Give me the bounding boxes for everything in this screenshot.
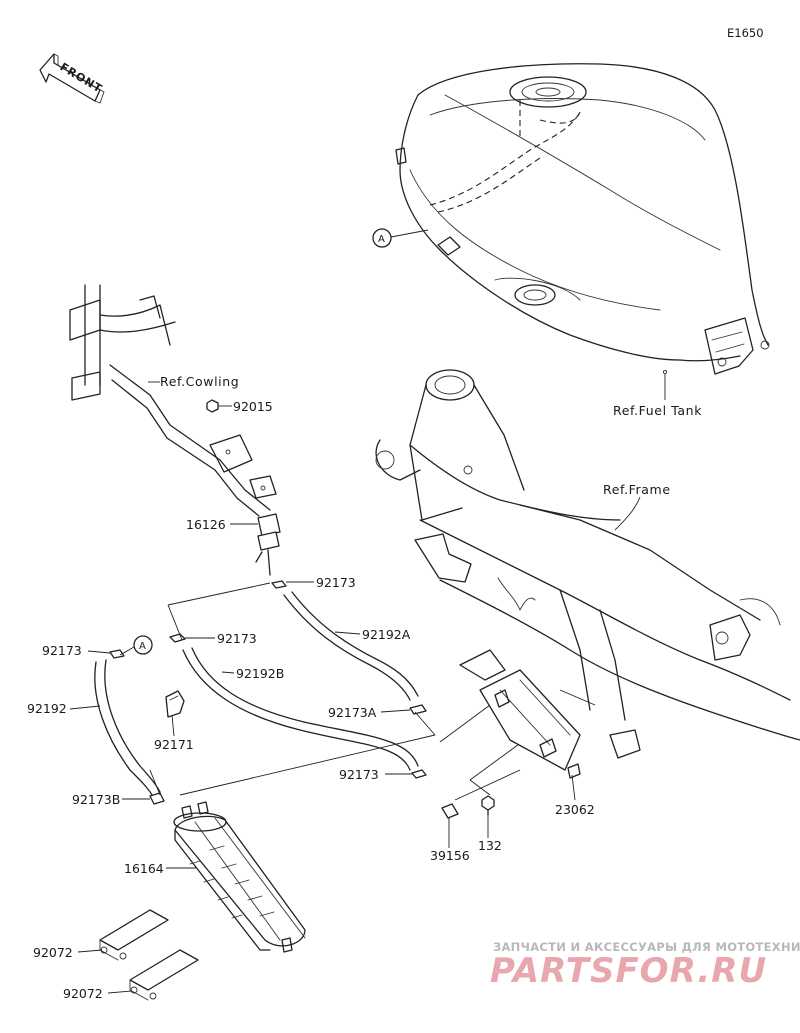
cowling-bracket-drawing	[69, 284, 277, 517]
clamp-92173-left	[109, 649, 125, 659]
ref-fuel-tank-label: Ref.Fuel Tank	[613, 403, 702, 418]
hose-92192B	[182, 647, 419, 771]
callout-a-tank: A	[372, 228, 429, 248]
label-92192: 92192	[27, 701, 67, 716]
label-92173B: 92173B	[72, 792, 120, 807]
hose-92192A	[283, 591, 419, 701]
fuel-tank-drawing	[395, 63, 770, 375]
clamp-92173B	[149, 792, 165, 805]
svg-text:A: A	[139, 641, 146, 652]
bolt-132	[481, 795, 495, 816]
label-16164: 16164	[124, 861, 164, 876]
clip-92171	[165, 690, 185, 718]
valve-16126	[255, 513, 281, 576]
watermark-brand: PARTSFOR.RU	[490, 951, 767, 991]
label-132: 132	[478, 838, 502, 853]
label-39156: 39156	[430, 848, 470, 863]
clamp-92173A	[409, 704, 427, 715]
ref-frame-label: Ref.Frame	[603, 482, 671, 497]
label-16126: 16126	[186, 517, 226, 532]
bracket-23062	[459, 649, 581, 779]
label-23062: 23062	[555, 802, 595, 817]
diagram-code: E1650	[727, 26, 764, 40]
frame-drawing	[375, 369, 800, 759]
clamp-92173-mid	[169, 633, 186, 643]
leader-lines	[149, 582, 596, 801]
label-92192B: 92192B	[236, 666, 284, 681]
collar-39156	[441, 803, 459, 819]
clamp-92173-low	[411, 769, 427, 779]
label-92015: 92015	[233, 399, 273, 414]
label-92173A: 92173A	[328, 705, 377, 720]
label-92173-top: 92173	[316, 575, 356, 590]
svg-text:A: A	[378, 234, 385, 245]
label-92072-b: 92072	[63, 986, 103, 1001]
strap-92072-b	[129, 949, 199, 1001]
hose-92192	[94, 659, 161, 796]
ref-cowling-label: Ref.Cowling	[160, 374, 239, 389]
clamp-92173-top	[271, 580, 287, 589]
label-92171: 92171	[154, 737, 194, 752]
canister-16164	[173, 801, 306, 953]
nut-92015	[206, 399, 219, 413]
front-arrow-icon: FRONT	[39, 53, 105, 104]
callout-a-hose: A	[119, 635, 153, 656]
strap-92072-a	[99, 909, 169, 961]
watermark-tagline: ЗАПЧАСТИ И АКСЕССУАРЫ ДЛЯ МОТОТЕХНИКИ	[493, 940, 800, 954]
label-92173-low: 92173	[339, 767, 379, 782]
label-92192A: 92192A	[362, 627, 411, 642]
label-92072-a: 92072	[33, 945, 73, 960]
label-92173-mid: 92173	[217, 631, 257, 646]
label-92173-left: 92173	[42, 643, 82, 658]
